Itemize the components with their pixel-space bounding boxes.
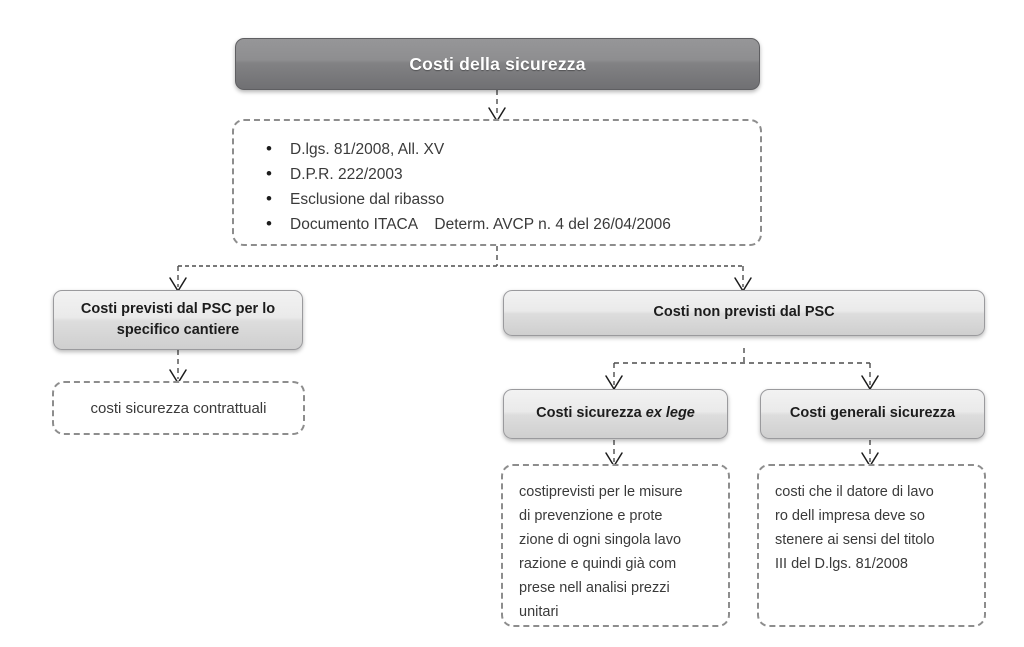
note-line: stenere ai sensi del titolo <box>775 532 935 548</box>
node-label-root: Costi della sicurezza <box>409 53 586 74</box>
node-costi-sicurezza-ex-lege[interactable]: Costi sicurezza ex lege <box>503 389 728 439</box>
note-text-left: costi sicurezza contrattuali <box>90 399 267 417</box>
note-line: zione di ogni singola lavo <box>519 532 682 548</box>
node-costi-previsti-dal-psc[interactable]: Costi previsti dal PSC per lo specifico … <box>53 290 303 350</box>
node-label-ex-lege: Costi sicurezza ex lege <box>536 403 695 424</box>
node-costi-non-previsti-dal-psc[interactable]: Costi non previsti dal PSC <box>503 290 985 336</box>
references-list: D.lgs. 81/2008, All. XV D.P.R. 222/2003 … <box>254 136 740 237</box>
node-costi-generali-sicurezza[interactable]: Costi generali sicurezza <box>760 389 985 439</box>
list-item: D.P.R. 222/2003 <box>254 161 740 187</box>
note-line: razione e quindi già com <box>519 556 677 572</box>
note-line: costiprevisti per le misure <box>519 484 683 500</box>
list-item: Documento ITACA Determ. AVCP n. 4 del 26… <box>254 211 740 237</box>
node-costi-della-sicurezza[interactable]: Costi della sicurezza <box>235 38 760 90</box>
node-label-left-branch: Costi previsti dal PSC per lo specifico … <box>80 300 276 338</box>
list-item: D.lgs. 81/2008, All. XV <box>254 136 740 162</box>
note-line: costi che il datore di lavo <box>775 484 934 500</box>
note-costi-generali-descrizione: costi che il datore di lavo ro dell impr… <box>757 464 986 627</box>
note-line: ro dell impresa deve so <box>775 508 925 524</box>
note-line: III del D.lgs. 81/2008 <box>775 556 908 572</box>
node-label-ex-lege-plain: Costi sicurezza <box>536 405 646 422</box>
note-line: unitari <box>519 604 559 620</box>
note-riferimenti-normativi: D.lgs. 81/2008, All. XV D.P.R. 222/2003 … <box>232 119 762 246</box>
node-label-right-branch: Costi non previsti dal PSC <box>653 304 835 321</box>
node-label-generali: Costi generali sicurezza <box>789 405 956 422</box>
note-line: di prevenzione e prote <box>519 508 663 524</box>
note-line: prese nell analisi prezzi <box>519 580 670 596</box>
node-label-ex-lege-italic: ex lege <box>645 405 695 422</box>
arrowhead-exlege <box>605 375 623 390</box>
arrowhead-generali <box>861 375 879 390</box>
list-item: Esclusione dal ribasso <box>254 186 740 212</box>
note-costi-sicurezza-contrattuali: costi sicurezza contrattuali <box>52 381 305 435</box>
note-costi-ex-lege-descrizione: costiprevisti per le misure di prevenzio… <box>501 464 730 627</box>
